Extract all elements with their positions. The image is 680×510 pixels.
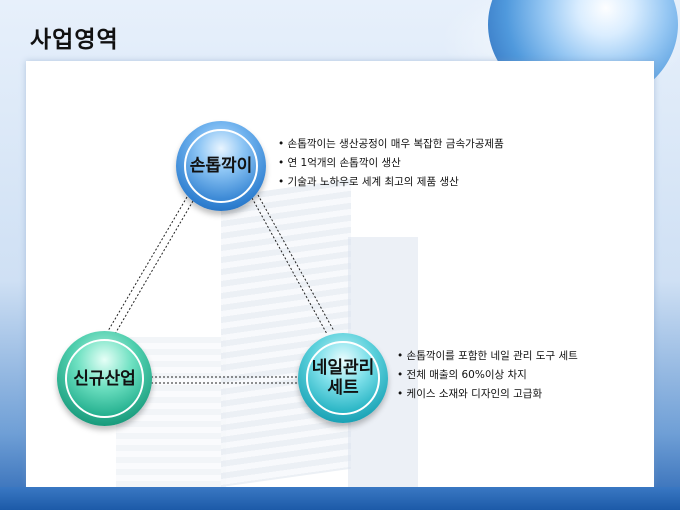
connector-top-right-b (257, 194, 335, 332)
detail-item: 전체 매출의 60%이상 차지 (397, 366, 578, 385)
nail-clipper-details: 손톱깍이는 생산공정이 매우 복잡한 금속가공제품 연 1억개의 손톱깍이 생산… (278, 135, 504, 192)
detail-item: 연 1억개의 손톱깍이 생산 (278, 154, 504, 173)
detail-item: 기술과 노하우로 세계 최고의 제품 생산 (278, 173, 504, 192)
detail-item: 손톱깍이를 포함한 네일 관리 도구 세트 (397, 347, 578, 366)
connector-top-left-b (114, 200, 194, 335)
connector-top-left-a (107, 196, 188, 332)
node-nail-clipper: 손톱깍이 (176, 121, 266, 211)
nail-care-set-details: 손톱깍이를 포함한 네일 관리 도구 세트 전체 매출의 60%이상 차지 케이… (397, 347, 578, 404)
node-new-industry: 신규산업 (57, 331, 152, 426)
node-nail-care-set: 네일관리 세트 (298, 333, 388, 423)
bottom-strip (0, 487, 680, 510)
detail-item: 케이스 소재와 디자인의 고급화 (397, 385, 578, 404)
node-nail-care-set-label-line2: 세트 (327, 378, 359, 398)
node-nail-clipper-label: 손톱깍이 (189, 156, 253, 176)
node-new-industry-label: 신규산업 (73, 368, 136, 389)
page-title: 사업영역 (30, 27, 119, 53)
node-nail-care-set-label-line1: 네일관리 (311, 358, 375, 378)
detail-item: 손톱깍이는 생산공정이 매우 복잡한 금속가공제품 (278, 135, 504, 154)
connector-top-right-a (251, 197, 328, 335)
